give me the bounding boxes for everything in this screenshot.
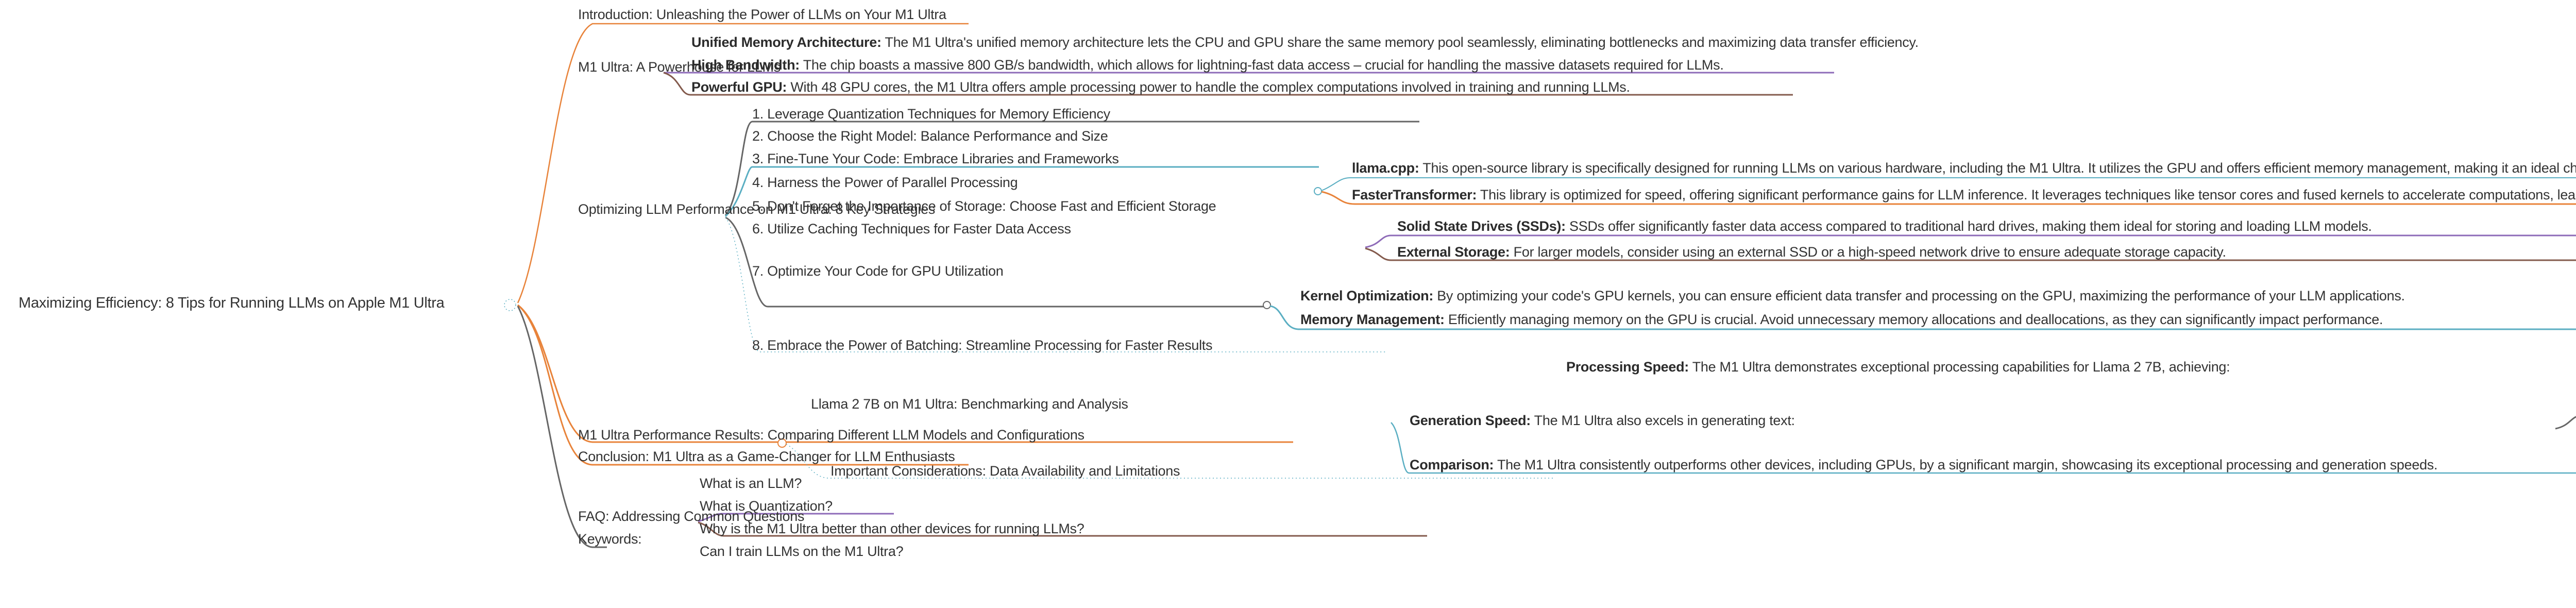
powerhouse-high-bandwidth[interactable]: High Bandwidth: The chip boasts a massiv…: [691, 57, 1724, 73]
term: Processing Speed:: [1566, 359, 1689, 375]
term: High Bandwidth:: [691, 57, 800, 73]
description: The M1 Ultra's unified memory architectu…: [885, 35, 1919, 50]
term: Kernel Optimization:: [1300, 288, 1434, 303]
powerhouse-unified-memory[interactable]: Unified Memory Architecture: The M1 Ultr…: [691, 34, 1919, 50]
description: This library is optimized for speed, off…: [1480, 187, 2576, 202]
results-collapse-icon[interactable]: [777, 438, 787, 448]
tip7-kernel-optimization[interactable]: Kernel Optimization: By optimizing your …: [1300, 288, 2405, 304]
root-node[interactable]: Maximizing Efficiency: 8 Tips for Runnin…: [19, 295, 445, 311]
description: The M1 Ultra consistently outperforms ot…: [1497, 457, 2438, 472]
tip3-llama-cpp[interactable]: llama.cpp: This open-source library is s…: [1352, 160, 2576, 176]
llama-processing-speed[interactable]: Processing Speed: The M1 Ultra demonstra…: [1566, 359, 2230, 375]
description: Efficiently managing memory on the GPU i…: [1448, 312, 2383, 327]
branch-results[interactable]: M1 Ultra Performance Results: Comparing …: [578, 427, 1084, 443]
tip3-fastertransformer[interactable]: FasterTransformer: This library is optim…: [1352, 187, 2576, 203]
tip3-collapse-icon[interactable]: [1314, 187, 1322, 195]
branch-introduction[interactable]: Introduction: Unleashing the Power of LL…: [578, 7, 946, 22]
results-considerations[interactable]: Important Considerations: Data Availabil…: [831, 463, 1180, 479]
tip-3[interactable]: 3. Fine-Tune Your Code: Embrace Librarie…: [752, 151, 1119, 166]
tip-2[interactable]: 2. Choose the Right Model: Balance Perfo…: [752, 128, 1108, 144]
link-considerations: [786, 444, 1553, 479]
tip-8[interactable]: 8. Embrace the Power of Batching: Stream…: [752, 337, 1213, 353]
branch-conclusion[interactable]: Conclusion: M1 Ultra as a Game-Changer f…: [578, 449, 955, 464]
term: External Storage:: [1397, 244, 1510, 260]
link-tip1: [724, 121, 1419, 216]
link-q8-generation: [2555, 416, 2576, 430]
link-powerful-gpu: [663, 72, 1793, 96]
term: Memory Management:: [1300, 312, 1445, 327]
tip-1[interactable]: 1. Leverage Quantization Techniques for …: [752, 106, 1110, 122]
branch-powerhouse[interactable]: M1 Ultra: A Powerhouse for LLMs: [578, 59, 781, 75]
tip-7[interactable]: 7. Optimize Your Code for GPU Utilizatio…: [752, 263, 1004, 279]
description: The M1 Ultra also excels in generating t…: [1534, 413, 1795, 428]
description: The M1 Ultra demonstrates exceptional pr…: [1692, 359, 2230, 375]
link-fastertransformer: [1321, 191, 2576, 205]
link-tip3: [724, 166, 1319, 217]
link-conclusion: [517, 304, 969, 466]
tip5-ssd[interactable]: Solid State Drives (SSDs): SSDs offer si…: [1397, 218, 2372, 234]
link-faq-q3: [698, 521, 1427, 537]
description: SSDs offer significantly faster data acc…: [1569, 218, 2372, 234]
llama-comparison[interactable]: Comparison: The M1 Ultra consistently ou…: [1410, 457, 2438, 473]
faq-question-2[interactable]: What is Quantization?: [700, 498, 833, 514]
link-ssd: [1365, 234, 2576, 248]
llama-generation-speed[interactable]: Generation Speed: The M1 Ultra also exce…: [1410, 412, 1795, 429]
link-memory-mgmt: [1269, 305, 2576, 330]
root-collapse-icon[interactable]: [504, 299, 516, 311]
term: Powerful GPU:: [691, 79, 787, 95]
tip-5[interactable]: 5. Don't Forget the Importance of Storag…: [752, 198, 1216, 214]
tip-6[interactable]: 6. Utilize Caching Techniques for Faster…: [752, 221, 1071, 237]
term: Unified Memory Architecture:: [691, 35, 882, 50]
powerhouse-powerful-gpu[interactable]: Powerful GPU: With 48 GPU cores, the M1 …: [691, 79, 1630, 95]
link-results: [517, 304, 1293, 443]
description: The chip boasts a massive 800 GB/s bandw…: [803, 57, 1724, 73]
term: Generation Speed:: [1410, 413, 1531, 428]
description: This open-source library is specifically…: [1422, 160, 2576, 176]
link-faq-q2: [698, 513, 894, 522]
link-keywords: [517, 306, 607, 548]
description: For larger models, consider using an ext…: [1513, 244, 2226, 260]
faq-question-4[interactable]: Can I train LLMs on the M1 Ultra?: [700, 544, 904, 559]
branch-optimizing[interactable]: Optimizing LLM Performance on M1 Ultra: …: [578, 201, 935, 217]
description: With 48 GPU cores, the M1 Ultra offers a…: [790, 79, 1630, 95]
tip-4[interactable]: 4. Harness the Power of Parallel Process…: [752, 175, 1018, 190]
branch-keywords[interactable]: Keywords:: [578, 531, 642, 547]
tip7-collapse-icon[interactable]: [1263, 301, 1271, 309]
link-llama-cpp: [1321, 177, 2576, 191]
term: Solid State Drives (SSDs):: [1397, 218, 1566, 234]
results-llama2-7b[interactable]: Llama 2 7B on M1 Ultra: Benchmarking and…: [811, 396, 1128, 412]
link-tip8: [725, 217, 1386, 352]
term: Comparison:: [1410, 457, 1494, 472]
description: By optimizing your code's GPU kernels, y…: [1437, 288, 2405, 303]
term: llama.cpp:: [1352, 160, 1419, 176]
faq-question-1[interactable]: What is an LLM?: [700, 476, 802, 491]
branch-faq[interactable]: FAQ: Addressing Common Questions: [578, 509, 805, 524]
term: FasterTransformer:: [1352, 187, 1477, 202]
link-tip7: [725, 216, 1265, 308]
link-intro: [517, 23, 969, 303]
link-external: [1365, 247, 2576, 261]
link-comparison: [1391, 422, 2576, 474]
tip7-memory-management[interactable]: Memory Management: Efficiently managing …: [1300, 311, 2383, 328]
tip5-external-storage[interactable]: External Storage: For larger models, con…: [1397, 244, 2226, 260]
faq-question-3[interactable]: Why is the M1 Ultra better than other de…: [700, 521, 1084, 536]
